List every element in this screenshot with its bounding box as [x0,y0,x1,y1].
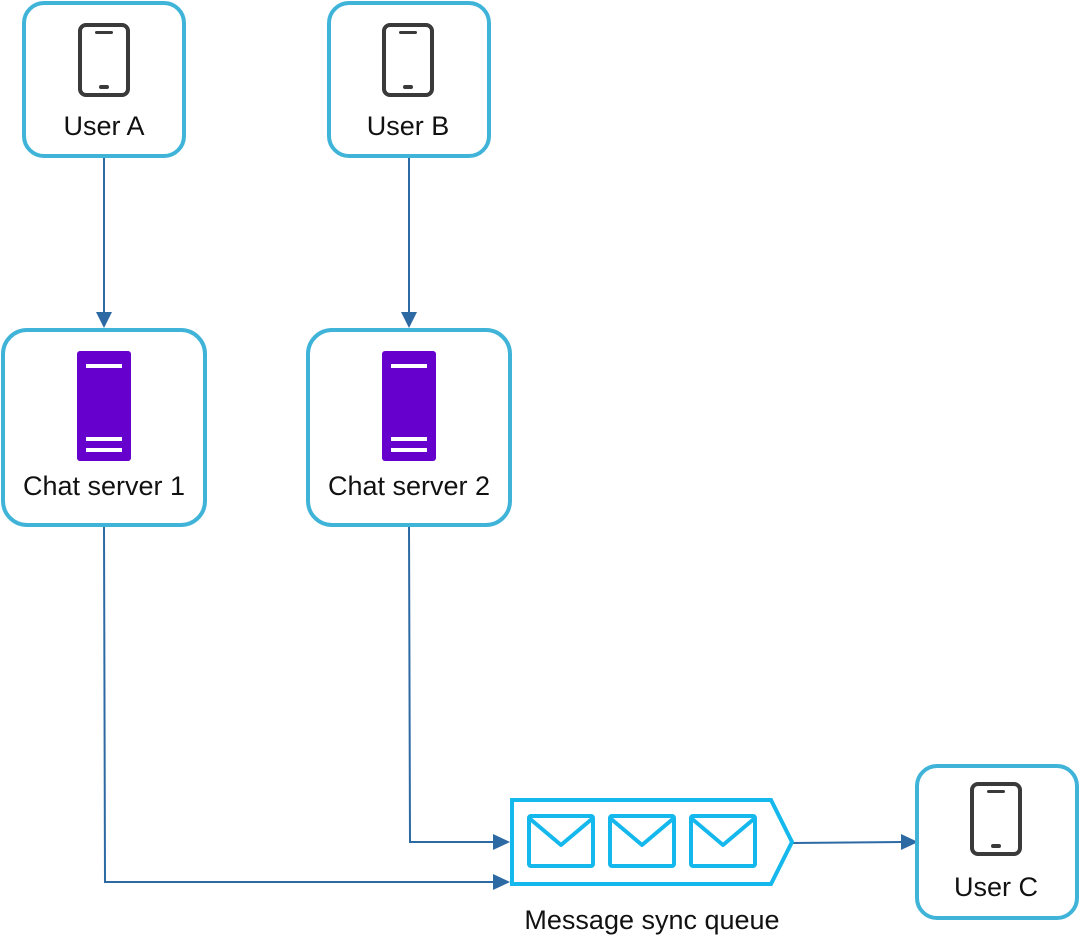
node-message-sync-queue[interactable]: Message sync queue [510,798,795,935]
node-user-a[interactable]: User A [22,1,186,158]
chat-server-2-label: Chat server 2 [328,471,490,501]
envelope-icon [527,814,595,868]
message-sync-queue-label: Message sync queue [524,905,779,935]
envelope-icon [608,814,676,868]
edge-user-b-to-chat-server-2 [401,157,417,328]
envelope-icon [689,814,757,868]
user-b-label: User B [367,111,450,141]
chat-server-1-label: Chat server 1 [23,471,185,501]
node-chat-server-2[interactable]: Chat server 2 [306,328,512,527]
edge-chat-server-1-to-queue [103,526,510,890]
user-a-label: User A [63,111,144,141]
node-user-c[interactable]: User C [915,764,1079,920]
server-icon [77,351,131,461]
server-icon [382,351,436,461]
user-c-label: User C [954,872,1038,902]
node-user-b[interactable]: User B [327,1,491,158]
edge-queue-to-user-c [791,834,918,850]
edge-chat-server-2-to-queue [408,526,510,850]
edge-user-a-to-chat-server-1 [96,157,112,328]
node-chat-server-1[interactable]: Chat server 1 [1,328,207,527]
